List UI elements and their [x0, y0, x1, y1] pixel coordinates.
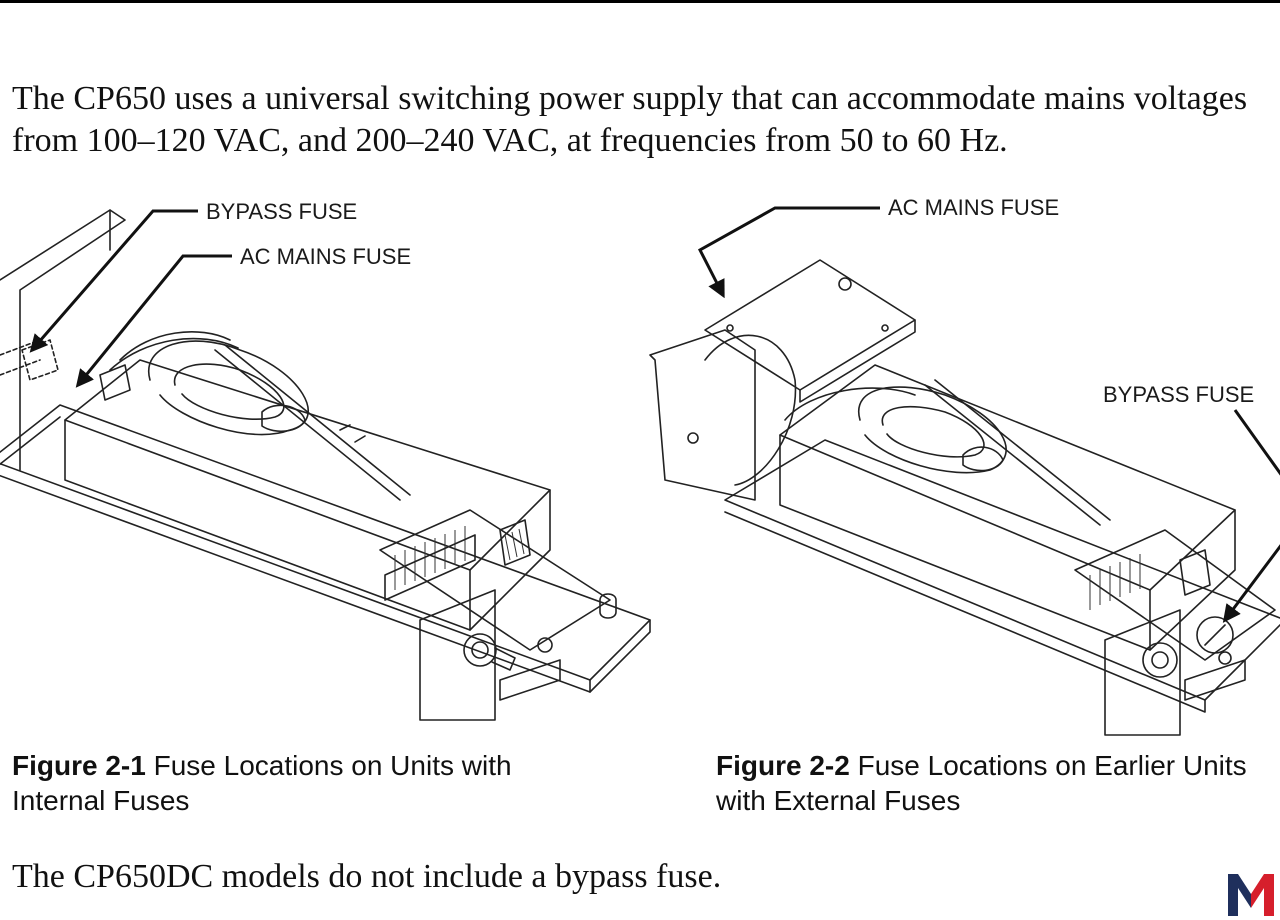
figure-2-1-caption-text: Fuse Locations on Units with Internal Fu… [12, 750, 512, 816]
bypass-fuse-note: The CP650DC models do not include a bypa… [12, 858, 722, 895]
figure-2-2-number: Figure 2-2 [716, 750, 850, 781]
figure-2-2-caption-text: Fuse Locations on Earlier Units with Ext… [716, 750, 1247, 816]
fig2-bypass-fuse-callout: BYPASS FUSE [1103, 382, 1254, 407]
m-logo-icon [1228, 874, 1274, 916]
figure-2-2-caption: Figure 2-2 Fuse Locations on Earlier Uni… [716, 748, 1256, 818]
figure-2-1-illustration: BYPASS FUSE AC MAINS FUSE [0, 180, 665, 740]
figure-2-1-caption: Figure 2-1 Fuse Locations on Units with … [12, 748, 592, 818]
fig1-ac-mains-fuse-callout: AC MAINS FUSE [240, 244, 411, 269]
fig2-ac-mains-fuse-callout: AC MAINS FUSE [888, 195, 1059, 220]
fig1-bypass-fuse-callout: BYPASS FUSE [206, 199, 357, 224]
intro-paragraph: The CP650 uses a universal switching pow… [12, 80, 1248, 159]
figure-2-1-number: Figure 2-1 [12, 750, 146, 781]
figure-2-2-illustration: AC MAINS FUSE BYPASS FUSE [645, 180, 1280, 740]
top-rule [0, 0, 1280, 3]
